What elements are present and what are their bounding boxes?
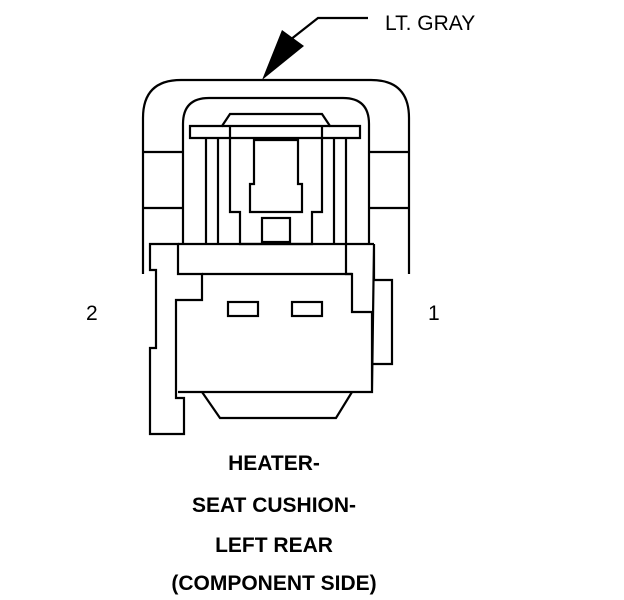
- wire-color-label: LT. GRAY: [385, 12, 475, 35]
- pin-label-left: 2: [86, 302, 98, 325]
- color-leader: [262, 16, 368, 80]
- connector-body: [148, 242, 204, 436]
- outer-hood: [141, 78, 411, 274]
- pin-label-right: 1: [428, 302, 440, 325]
- center-latch: [228, 126, 324, 246]
- connector-lower-body: [178, 242, 374, 276]
- inner-hood: [181, 96, 371, 244]
- caption-line-3: LEFT REAR: [215, 534, 333, 557]
- terminal-cavity-2: [226, 300, 260, 318]
- connector-housing: [141, 78, 411, 436]
- connector-base: [201, 391, 353, 420]
- latch-window: [260, 216, 292, 244]
- caption-line-2: SEAT CUSHION-: [191, 494, 357, 517]
- latch-tab: [248, 138, 304, 214]
- leader-line: [289, 16, 368, 41]
- latch-header: [188, 112, 362, 140]
- connector-body-right: [178, 243, 394, 394]
- leader-arrowhead: [262, 30, 304, 80]
- terminal-cavity-1: [290, 300, 324, 318]
- caption-line-4: (COMPONENT SIDE): [171, 572, 377, 595]
- caption-line-1: HEATER-: [228, 452, 320, 475]
